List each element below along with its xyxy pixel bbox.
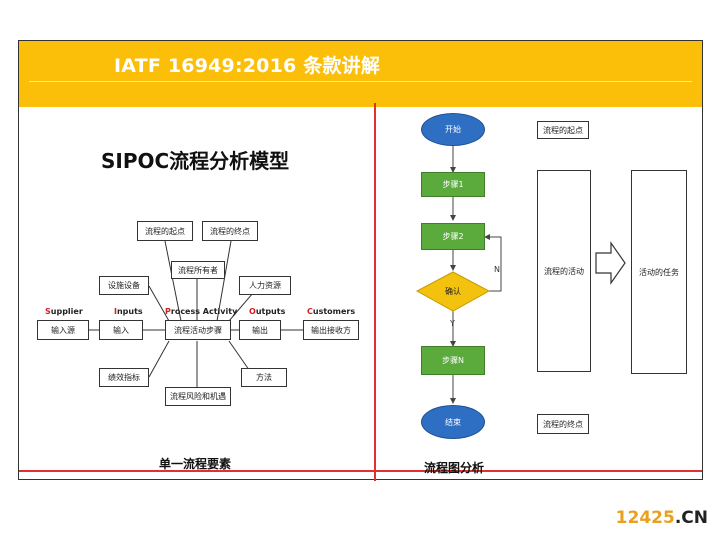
flow-stepn: 步骤N [421, 346, 485, 375]
category-supplier: Supplier [45, 307, 83, 316]
category-inputs: Inputs [114, 307, 143, 316]
flow-confirm-label: 确认 [445, 286, 461, 296]
box-process-step: 流程活动步骤 [165, 320, 231, 340]
header-title: IATF 16949:2016 条款讲解 [114, 55, 381, 77]
box-kpi: 绩效指标 [99, 368, 149, 387]
note-activity-task: 活动的任务 [631, 170, 687, 374]
slide: IATF 16949:2016 条款讲解 SIPOC流程分析模型 Supplie… [18, 40, 703, 481]
sipoc-title: SIPOC流程分析模型 [101, 149, 290, 173]
block-arrow-shape [595, 241, 626, 285]
bottom-rule [19, 470, 702, 472]
flow-end: 结束 [421, 405, 485, 439]
note-process-activity: 流程的活动 [537, 170, 591, 372]
decision-diamond [415, 271, 491, 312]
category-customers: Customers [307, 307, 356, 316]
note-start-point: 流程的起点 [537, 121, 589, 139]
flowchart-connectors [415, 146, 626, 404]
box-start-point: 流程的起点 [137, 221, 193, 241]
slide-header: IATF 16949:2016 条款讲解 [19, 41, 702, 107]
box-input: 输入 [99, 320, 143, 340]
flow-step2: 步骤2 [421, 223, 485, 250]
category-outputs: Outputs [249, 307, 286, 316]
box-process-owner: 流程所有者 [171, 261, 225, 279]
sipoc-connectors [89, 240, 303, 387]
box-method: 方法 [241, 368, 287, 387]
flow-start: 开始 [421, 113, 485, 146]
category-process-activity: Process Activity [165, 307, 238, 316]
vertical-divider [374, 103, 376, 481]
box-risk-opportunity: 流程风险和机遇 [165, 387, 231, 406]
box-input-source: 输入源 [37, 320, 89, 340]
note-end-point: 流程的终点 [537, 414, 589, 434]
flowchart-caption: 流程图分析 [424, 461, 485, 475]
branch-yes-label: Y [450, 319, 455, 328]
branch-no-label: N [494, 265, 500, 274]
flow-step1: 步骤1 [421, 172, 485, 197]
box-end-point: 流程的终点 [202, 221, 258, 241]
box-output-receiver: 输出接收方 [303, 320, 359, 340]
sipoc-caption: 单一流程要素 [159, 457, 232, 471]
header-rule [29, 81, 692, 82]
box-human-resources: 人力资源 [239, 276, 291, 295]
box-output: 输出 [239, 320, 281, 340]
box-equipment: 设施设备 [99, 276, 149, 295]
site-watermark: 12425.CN [615, 508, 708, 528]
